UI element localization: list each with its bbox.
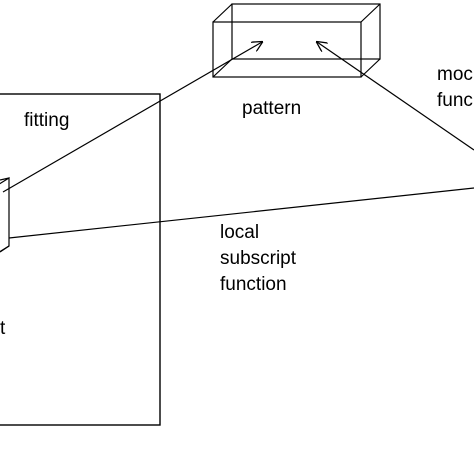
arrow-from-right bbox=[317, 42, 474, 151]
label-line: moc bbox=[437, 64, 473, 85]
left-edge-label: t bbox=[0, 318, 6, 339]
right-edge-label: moc func bbox=[437, 62, 473, 114]
arrow-to-pattern bbox=[2, 42, 262, 193]
fitting-box bbox=[0, 93, 161, 426]
fitting-label: fitting bbox=[24, 110, 70, 131]
local-subscript-function-label: local subscript function bbox=[220, 220, 296, 298]
left-block bbox=[0, 176, 10, 253]
label-line: subscript bbox=[220, 248, 297, 269]
label-line: func bbox=[437, 90, 473, 111]
pattern-box bbox=[212, 3, 381, 78]
pattern-label: pattern bbox=[242, 98, 302, 119]
label-line: local bbox=[220, 222, 260, 243]
label-line: function bbox=[220, 274, 287, 295]
local-subscript-line bbox=[8, 187, 474, 239]
